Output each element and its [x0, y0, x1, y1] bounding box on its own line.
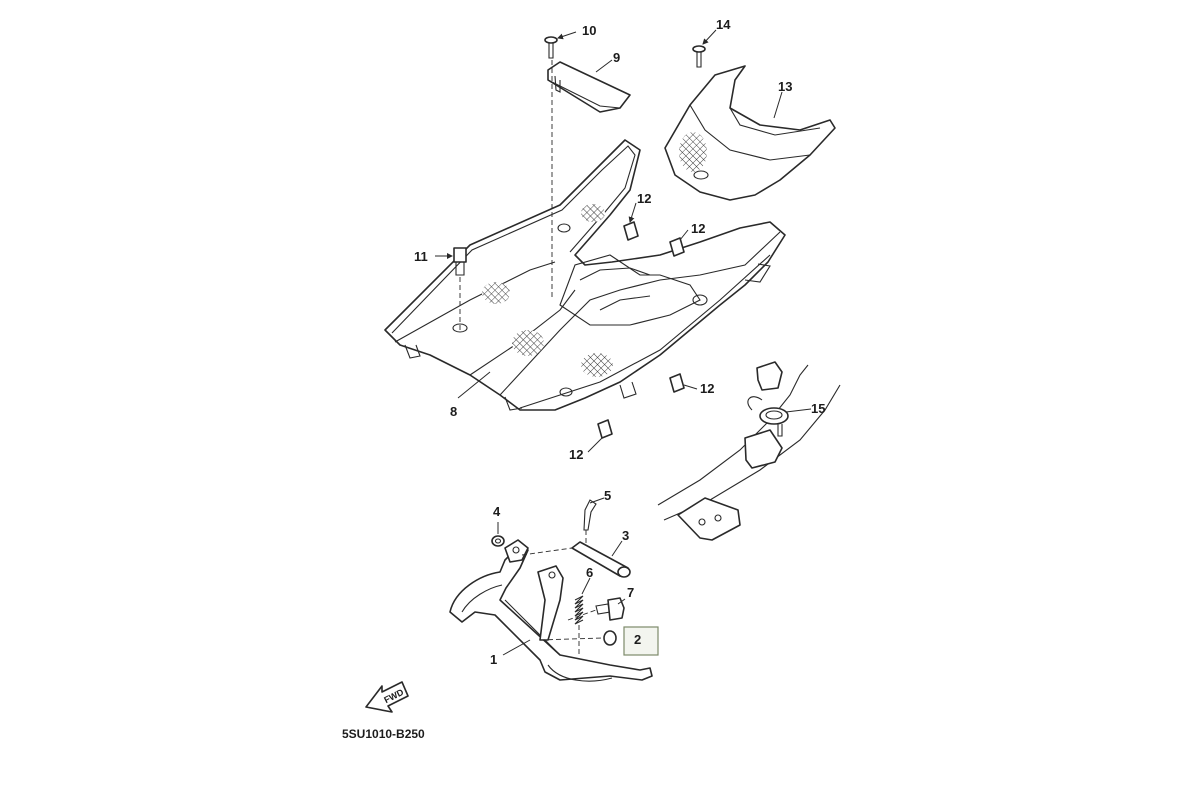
- main-stand: [449, 539, 653, 682]
- callout-3: 3: [622, 528, 629, 543]
- screw-14: [692, 45, 706, 68]
- leg-shield-panel: [664, 65, 836, 201]
- callout-2: 2: [634, 632, 641, 647]
- callout-13: 13: [778, 79, 792, 94]
- callout-8: 8: [450, 404, 457, 419]
- callout-10: 10: [582, 23, 596, 38]
- callout-11: 11: [414, 249, 428, 264]
- callout-15: 15: [811, 401, 825, 416]
- leader-lines: [435, 29, 812, 656]
- fwd-arrow-icon: FWD: [365, 681, 409, 713]
- cotter-pin-5: [583, 499, 597, 545]
- drawing-code: 5SU1010-B250: [342, 727, 425, 741]
- washer-4: [491, 535, 505, 547]
- cover-plate: [547, 61, 631, 113]
- callout-12d: 12: [569, 447, 583, 462]
- callout-14: 14: [716, 17, 731, 32]
- pivot-shaft-3: [521, 541, 631, 578]
- callout-7: 7: [627, 585, 634, 600]
- callout-12a: 12: [637, 191, 651, 206]
- callouts: 10 9 11 12 12 12 12 8 13 14 15 5 3 6 7 4…: [414, 17, 825, 667]
- spring-6: [574, 595, 584, 655]
- bolt-11: [453, 247, 467, 330]
- callout-1: 1: [490, 652, 497, 667]
- highlight-box: [623, 626, 659, 656]
- callout-5: 5: [604, 488, 611, 503]
- frame-section: [657, 361, 841, 541]
- bolt-7: [567, 597, 625, 621]
- callout-6: 6: [586, 565, 593, 580]
- callout-9: 9: [613, 50, 620, 65]
- callout-12c: 12: [700, 381, 714, 396]
- cap-2: [539, 630, 617, 646]
- clips-12: [597, 221, 685, 439]
- footboard: [384, 139, 786, 411]
- callout-12b: 12: [691, 221, 705, 236]
- callout-4: 4: [493, 504, 501, 519]
- screw-10: [544, 36, 558, 300]
